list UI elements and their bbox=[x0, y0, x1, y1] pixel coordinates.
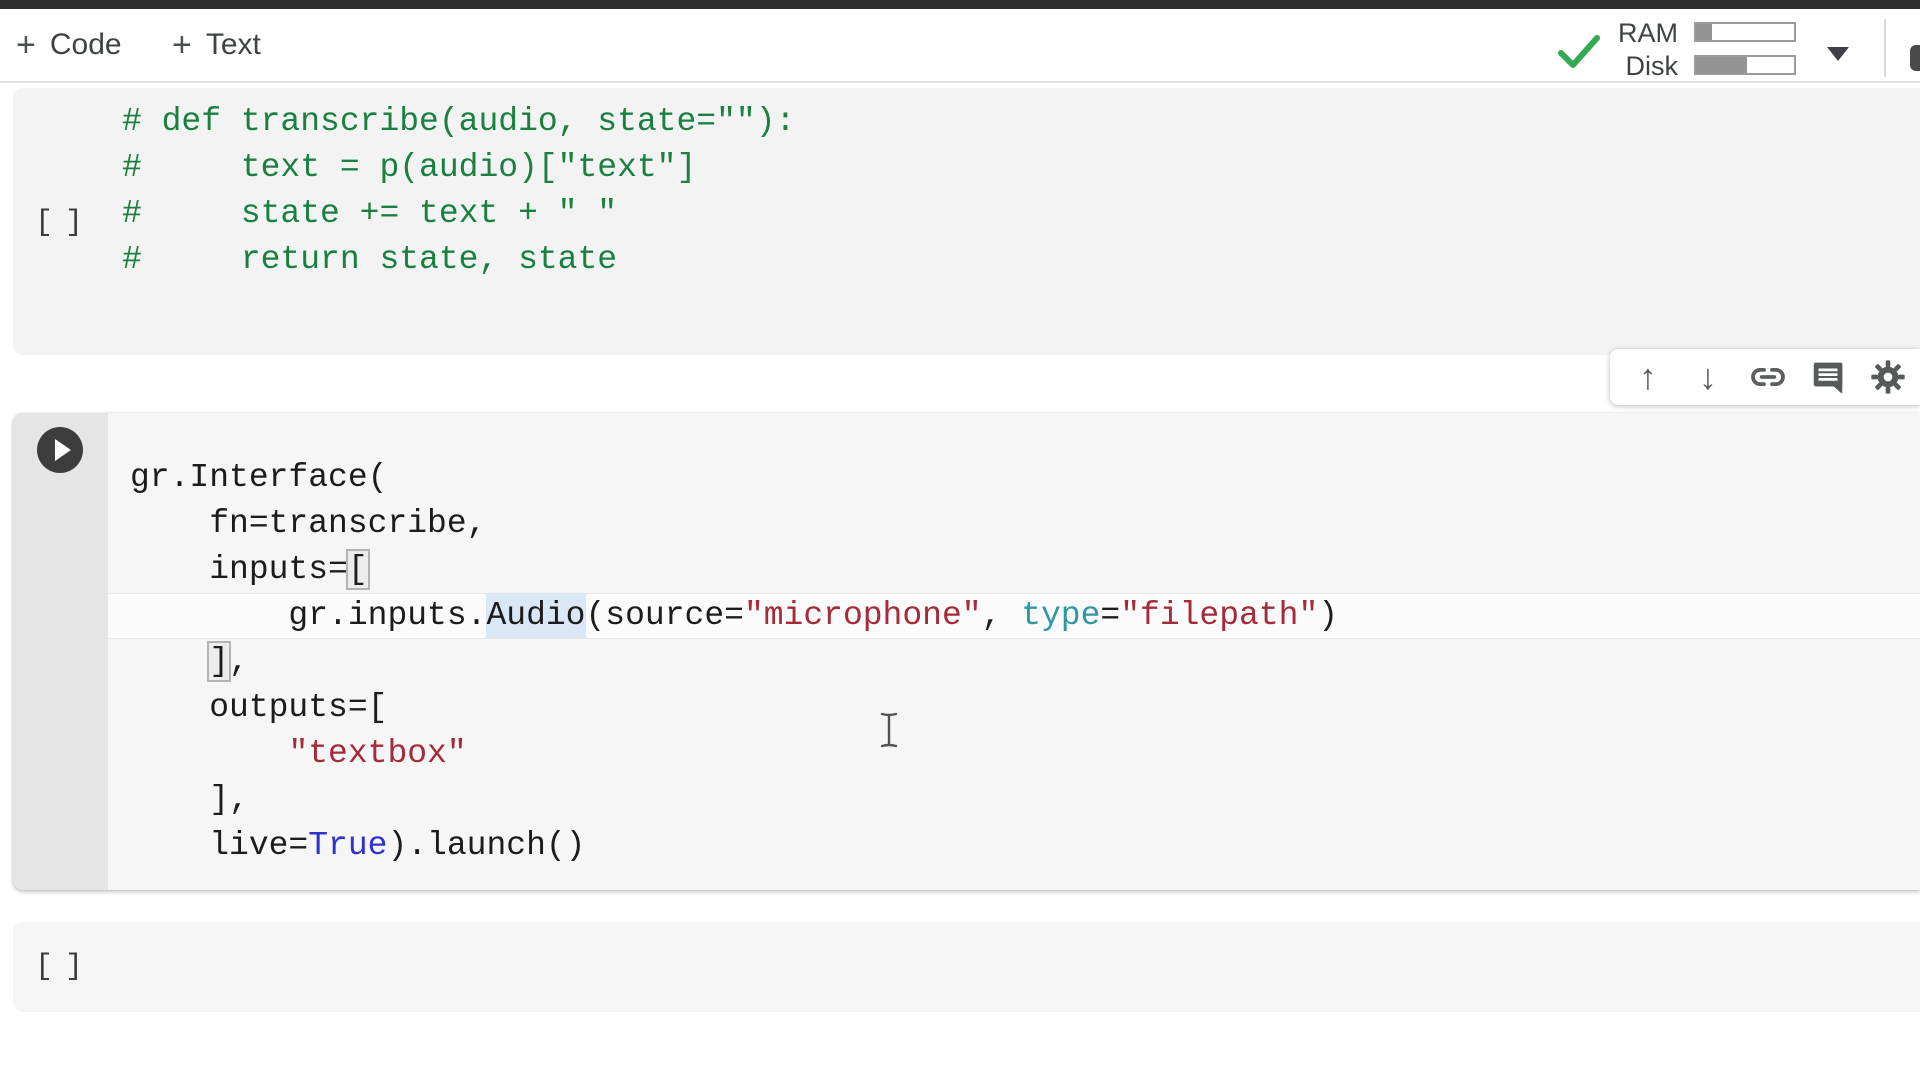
add-text-cell-button[interactable]: + Text bbox=[164, 23, 269, 67]
clipped-edge-icon bbox=[1910, 45, 1920, 71]
code-line: ], bbox=[130, 781, 249, 818]
code-cell-2-focused[interactable]: gr.Interface( fn=transcribe, inputs=[ gr… bbox=[13, 413, 1920, 890]
connected-check-icon[interactable] bbox=[1556, 29, 1602, 73]
toolbar-divider bbox=[1884, 19, 1886, 77]
add-code-cell-button[interactable]: + Code bbox=[8, 23, 130, 67]
cell-settings-gear-icon[interactable] bbox=[1868, 357, 1908, 397]
ram-usage-fill bbox=[1696, 24, 1712, 40]
add-text-label: Text bbox=[205, 28, 261, 61]
code-line: gr.inputs.Audio(source="microphone", typ… bbox=[108, 593, 1920, 639]
add-comment-icon[interactable] bbox=[1808, 357, 1848, 397]
code-editor[interactable]: gr.Interface( fn=transcribe, inputs=[ gr… bbox=[108, 413, 1920, 890]
move-cell-down-icon[interactable]: ↓ bbox=[1688, 356, 1728, 397]
move-cell-up-icon[interactable]: ↑ bbox=[1628, 356, 1668, 397]
add-code-label: Code bbox=[49, 28, 122, 61]
disk-usage-bar[interactable] bbox=[1694, 55, 1796, 75]
run-cell-button[interactable] bbox=[37, 427, 83, 473]
notebook-toolbar: + Code + Text RAM Disk bbox=[0, 9, 1920, 83]
code-line: "textbox" bbox=[288, 735, 467, 772]
code-line: live=True).launch() bbox=[130, 827, 586, 864]
copy-link-icon[interactable] bbox=[1748, 357, 1788, 397]
plus-icon: + bbox=[172, 26, 192, 64]
code-editor[interactable]: # def transcribe(audio, state=""): # text… bbox=[109, 88, 1920, 355]
code-cell-3-empty[interactable]: [ ] bbox=[13, 922, 1920, 1012]
code-line: fn=transcribe, bbox=[130, 505, 487, 542]
code-line: # def transcribe(audio, state=""): bbox=[122, 103, 796, 140]
plus-icon: + bbox=[16, 26, 36, 64]
execution-indicator[interactable]: [ ] bbox=[35, 206, 83, 240]
play-icon bbox=[55, 439, 71, 461]
code-line: # return state, state bbox=[122, 241, 618, 278]
disk-usage-fill bbox=[1696, 57, 1747, 73]
text-cursor-pointer bbox=[880, 712, 898, 748]
disk-label: Disk bbox=[1625, 51, 1679, 81]
resource-labels[interactable]: RAM Disk bbox=[1582, 17, 1678, 83]
code-line: gr.Interface( bbox=[130, 459, 388, 496]
resources-dropdown-caret-icon[interactable] bbox=[1827, 47, 1849, 61]
execution-indicator[interactable]: [ ] bbox=[35, 950, 83, 984]
cell-actions-toolbar: ↑ ↓ bbox=[1610, 349, 1920, 405]
code-line: # text = p(audio)["text"] bbox=[122, 149, 697, 186]
code-line: inputs=[ bbox=[130, 549, 370, 590]
cell-gutter bbox=[13, 413, 108, 890]
code-line: # state += text + " " bbox=[122, 195, 618, 232]
code-line: ], bbox=[207, 641, 249, 682]
code-line: outputs=[ bbox=[130, 689, 388, 726]
code-cell-1[interactable]: [ ] # def transcribe(audio, state=""):# … bbox=[13, 88, 1920, 355]
ram-usage-bar[interactable] bbox=[1694, 22, 1796, 42]
ram-label: RAM bbox=[1618, 18, 1678, 48]
window-top-edge bbox=[0, 0, 1920, 9]
